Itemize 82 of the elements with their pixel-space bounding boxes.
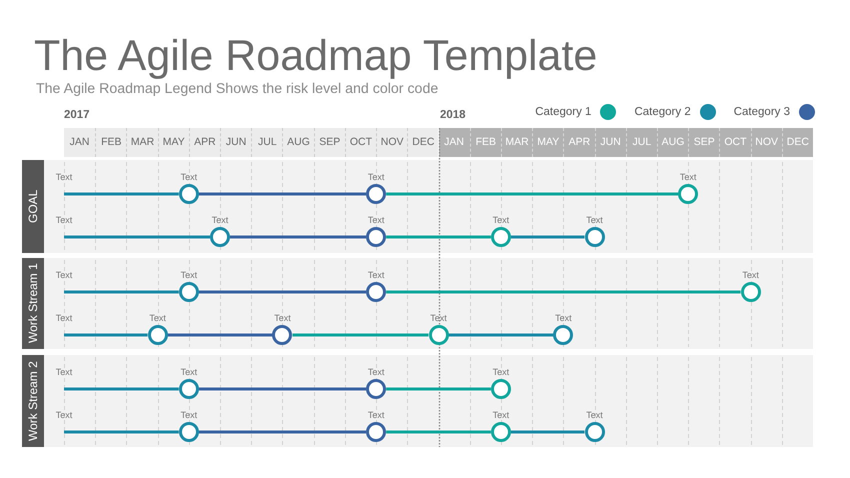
timeline-segment	[168, 334, 272, 336]
milestone-label: Text	[555, 313, 572, 324]
timeline-segment	[64, 236, 210, 238]
month-column-header: APR	[188, 128, 220, 157]
milestone-label: Text	[492, 410, 510, 421]
timeline-segment	[64, 388, 179, 390]
timeline-segment	[510, 430, 584, 434]
timeline-segment	[386, 388, 491, 390]
timeline-segment	[64, 290, 179, 294]
milestone-label: Text	[368, 270, 384, 281]
month-column-header: NOV	[750, 128, 782, 157]
month-column-header: MAY	[532, 128, 564, 157]
milestone-label: Text	[149, 313, 166, 324]
milestone-label: Text	[586, 410, 603, 421]
timeline-segment	[64, 192, 179, 196]
milestone-label: Text	[492, 367, 510, 378]
timeline-segment	[64, 334, 148, 336]
milestone-label: Text	[492, 215, 510, 226]
milestone-label: Text	[180, 172, 198, 183]
timeline-segment	[198, 290, 366, 294]
month-column-header: MAR	[500, 128, 532, 157]
milestone-label: Text	[56, 313, 72, 324]
milestone-label: Text	[56, 172, 72, 183]
lane-label: GOAL	[22, 160, 44, 253]
milestone-label: Text	[274, 313, 291, 324]
month-column-header: MAY	[158, 128, 189, 157]
timeline-segment	[386, 192, 678, 196]
timeline-segment	[198, 388, 366, 390]
month-column-header: JUL	[251, 128, 282, 157]
timeline-segment	[386, 430, 491, 434]
timeline-segment	[230, 236, 366, 238]
month-column-header: APR	[563, 128, 595, 157]
timeline-segment	[448, 334, 554, 336]
milestone-label: Text	[56, 270, 72, 281]
month-column-header: OCT	[719, 128, 751, 157]
lane-label: Work Stream 1	[22, 258, 44, 349]
timeline-segment	[198, 430, 366, 434]
timeline-segment	[510, 236, 584, 238]
timeline-segment	[386, 290, 741, 294]
month-column-header: SEP	[314, 128, 345, 157]
month-column-header: JUN	[594, 128, 626, 157]
month-column-header: OCT	[344, 128, 376, 157]
year-label: 2017	[64, 108, 90, 122]
timeline-segment	[386, 236, 491, 238]
month-column-header: NOV	[376, 128, 408, 157]
month-column-header: DEC	[407, 128, 438, 157]
milestone-label: Text	[430, 313, 447, 324]
legend-label: Category 1	[535, 105, 592, 120]
month-column-header: DEC	[782, 128, 813, 157]
timeline-segment	[198, 192, 366, 196]
lane-label: Work Stream 2	[22, 355, 44, 447]
milestone-label: Text	[56, 410, 72, 421]
milestone-label: Text	[368, 410, 384, 421]
month-column-header: FEB	[95, 128, 126, 157]
milestone-label: Text	[180, 367, 198, 378]
month-column-header: JUN	[220, 128, 252, 157]
milestone-label: Text	[56, 367, 72, 378]
year-label: 2018	[440, 108, 466, 122]
milestone-label: Text	[180, 410, 198, 421]
month-column-header: JAN	[438, 128, 470, 157]
subtitle: The Agile Roadmap Legend Shows the risk level and color code	[36, 81, 438, 98]
milestone-label: Text	[742, 270, 759, 281]
milestone-label: Text	[586, 215, 603, 226]
legend-label: Category 2	[634, 105, 691, 120]
timeline-segment	[292, 334, 428, 336]
month-column-header: AUG	[656, 128, 688, 157]
month-column-header: FEB	[470, 128, 501, 157]
milestone-label: Text	[212, 215, 228, 226]
milestone-label: Text	[180, 270, 198, 281]
legend-label: Category 3	[734, 105, 790, 120]
milestone-label: Text	[680, 172, 696, 183]
milestone-label: Text	[368, 367, 384, 378]
milestone-label: Text	[368, 215, 384, 226]
month-column-header: AUG	[282, 128, 314, 157]
timeline-segment	[64, 430, 179, 434]
month-column-header: SEP	[688, 128, 720, 157]
month-column-header: JUL	[626, 128, 657, 157]
title: The Agile Roadmap Template	[34, 32, 598, 80]
milestone-label: Text	[368, 172, 384, 183]
milestone-label: Text	[56, 215, 72, 226]
month-column-header: JAN	[64, 128, 96, 157]
month-column-header: MAR	[126, 128, 158, 157]
